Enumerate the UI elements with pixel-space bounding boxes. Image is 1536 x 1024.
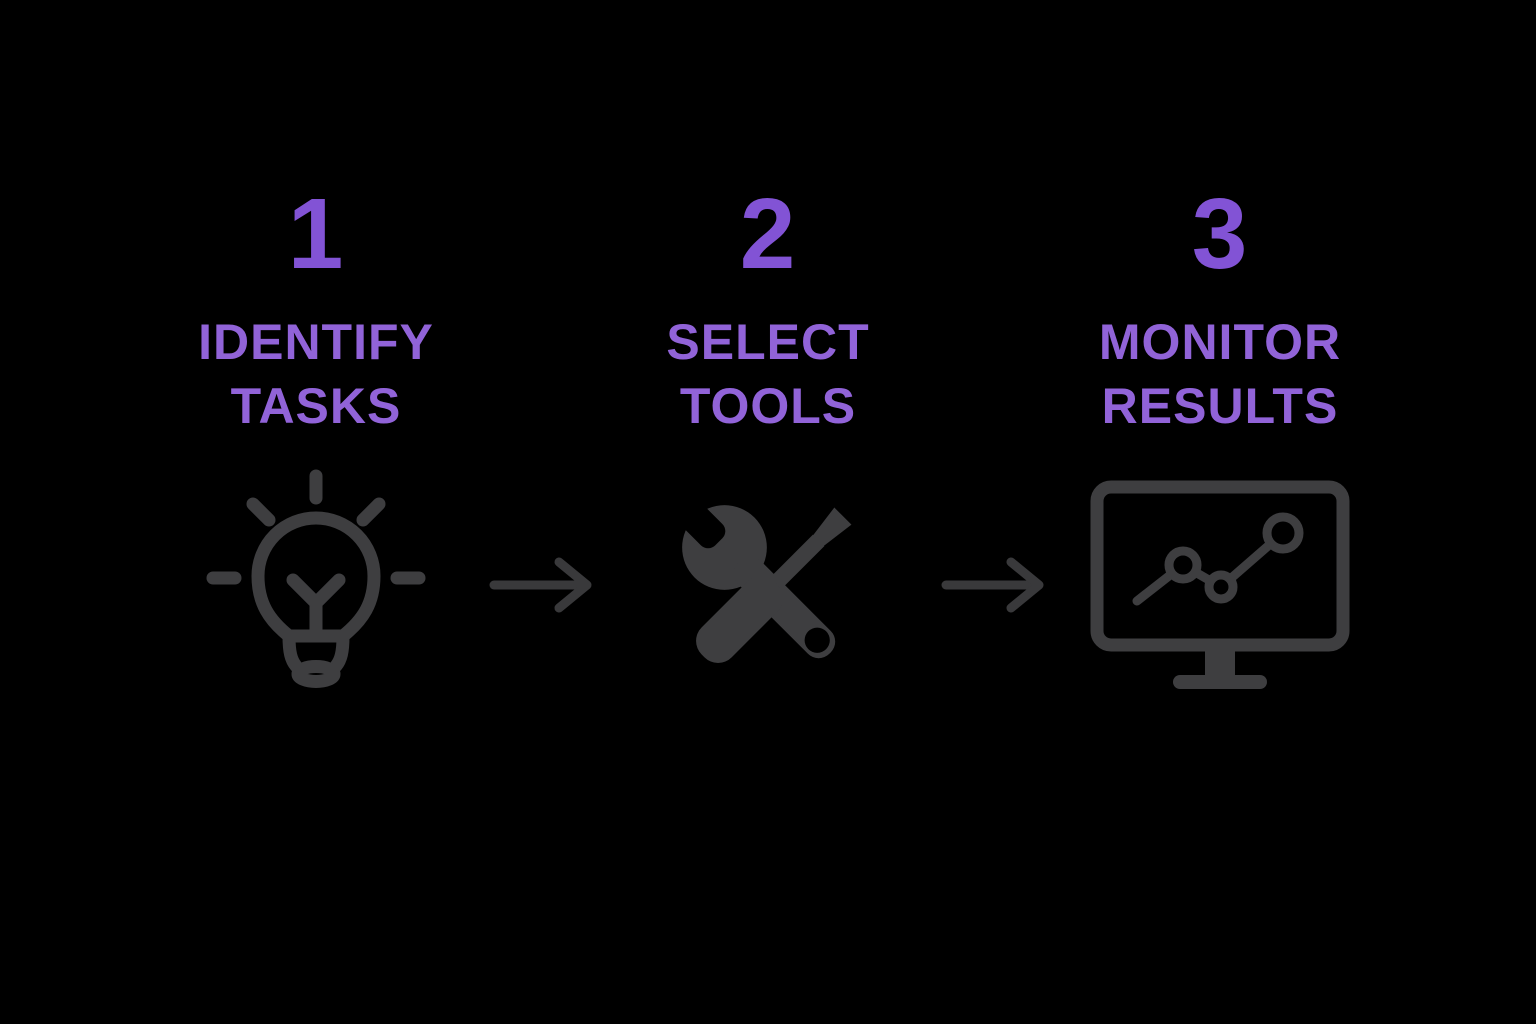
- step-label: SELECT TOOLS: [666, 314, 870, 434]
- step-label: IDENTIFY TASKS: [198, 314, 434, 434]
- step-monitor-results: 3 MONITOR RESULTS: [1050, 168, 1390, 716]
- step-label: MONITOR RESULTS: [1098, 314, 1342, 434]
- right-arrow-icon: [486, 553, 598, 617]
- lightbulb-idea-icon: [201, 466, 431, 716]
- step-number: 3: [1191, 178, 1249, 290]
- monitor-line-chart-icon: [1085, 466, 1355, 716]
- step-select-tools: 2 SELECT TOOLS: [598, 168, 938, 716]
- step-number: 2: [739, 178, 797, 290]
- step-identify-tasks: 1 IDENTIFY TASKS: [146, 168, 486, 716]
- wrench-screwdriver-icon: [652, 466, 884, 716]
- steps-row: 1 IDENTIFY TASKS: [146, 168, 1390, 716]
- right-arrow-icon: [938, 553, 1050, 617]
- step-number: 1: [287, 178, 345, 290]
